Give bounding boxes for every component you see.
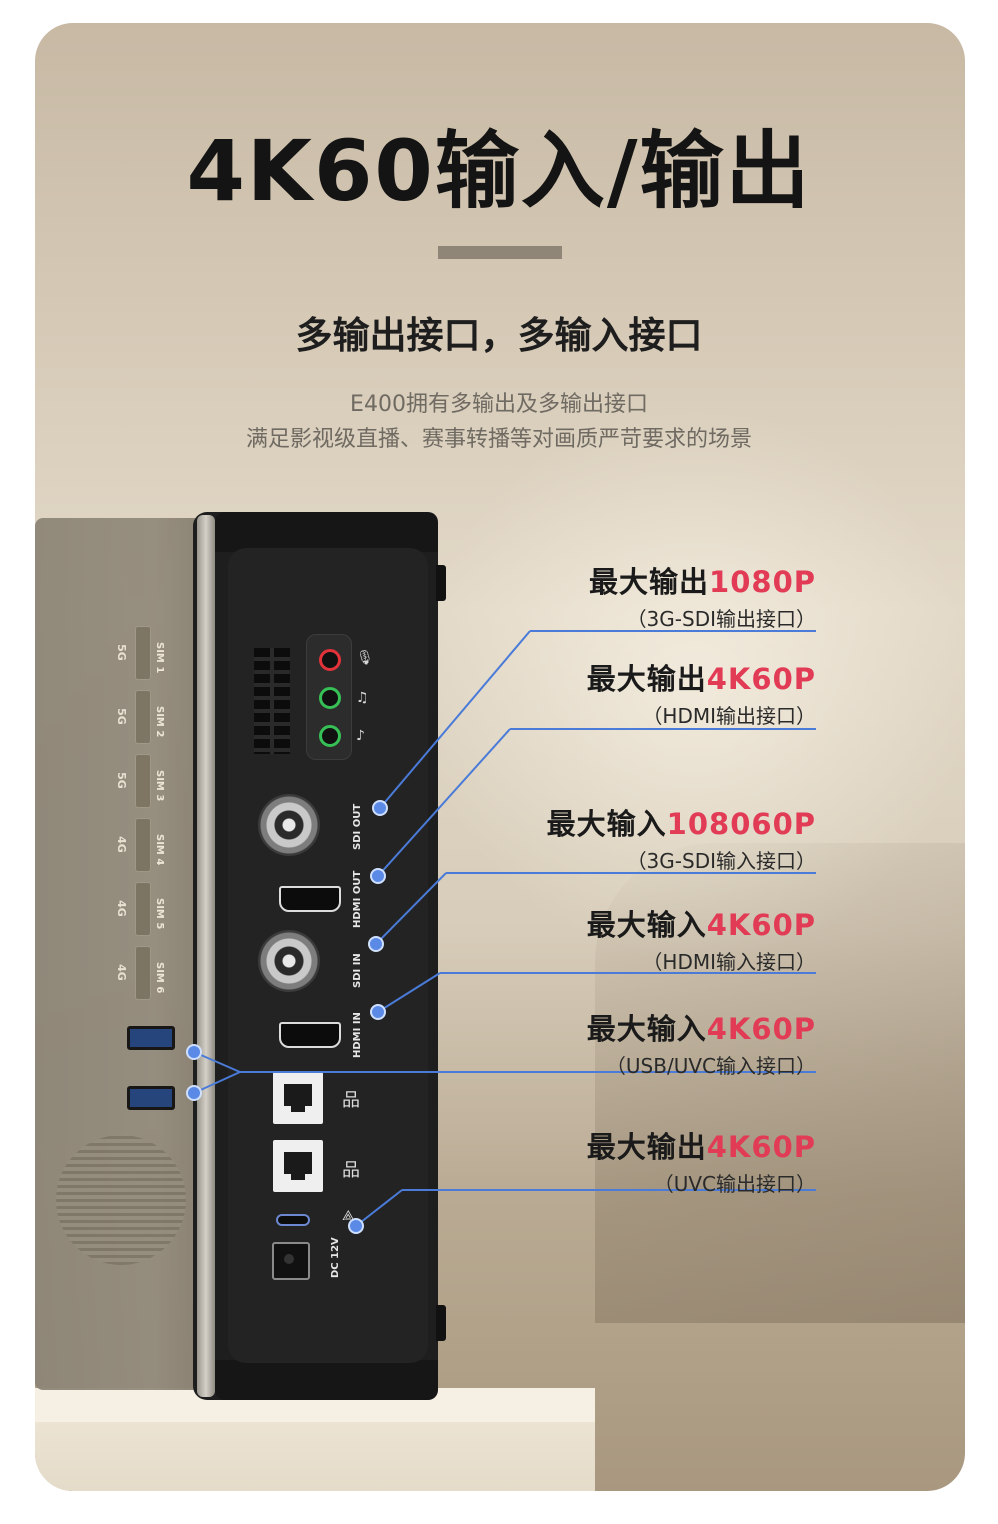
callout-note: （USB/UVC输入接口）: [605, 1054, 816, 1078]
device-frame: [197, 515, 215, 1397]
dc-power-jack: [272, 1242, 310, 1280]
usb-c-port: [276, 1214, 310, 1226]
callout-dot: [368, 936, 384, 952]
sdi-in-port: [258, 930, 320, 992]
callout-value: 4K60P: [706, 1012, 816, 1046]
callout-value: 1080P: [709, 565, 816, 599]
callout-line: [193, 1071, 241, 1094]
sdi-out-port: [258, 794, 320, 856]
device-clip: [436, 1305, 446, 1341]
usb-a-port: [127, 1086, 175, 1110]
callout-usb-in: 最大输入4K60P （USB/UVC输入接口）: [587, 1006, 816, 1079]
page-title: 4K60输入/输出: [186, 122, 812, 220]
callout-value: 108060P: [666, 807, 816, 841]
fan-grille: [56, 1135, 186, 1265]
description-line-2: 满足影视级直播、赛事转播等对画质严苛要求的场景: [245, 427, 752, 452]
callout-prefix: 最大输入: [546, 807, 667, 841]
usb-a-port: [127, 1026, 175, 1050]
device-bumper-top: [215, 512, 438, 552]
network-icon: 品: [342, 1160, 360, 1181]
callout-sdi-out: 最大输出1080P （3G-SDI输出接口）: [589, 559, 816, 632]
callout-hdmi-in: 最大输入4K60P （HDMI输入接口）: [587, 902, 816, 975]
ethernet-port: [273, 1140, 323, 1192]
callout-dot: [370, 1004, 386, 1020]
callout-value: 4K60P: [706, 908, 816, 942]
mic-jack: [319, 649, 341, 671]
hdmi-in-port: [279, 1022, 341, 1048]
headset-icon: ♪: [356, 728, 365, 744]
device-bumper-bottom: [215, 1360, 438, 1400]
callout-prefix: 最大输入: [586, 1012, 707, 1046]
network-icon: 品: [342, 1090, 360, 1111]
headphone-icon: ♫: [356, 690, 369, 706]
callout-line: [377, 728, 511, 877]
callout-prefix: 最大输出: [586, 1130, 707, 1164]
callout-prefix: 最大输出: [589, 565, 710, 599]
callout-line: [375, 872, 447, 945]
callout-note: （3G-SDI输出接口）: [626, 607, 816, 631]
hdmi-out-port: [279, 886, 341, 912]
audio-out-jack: [319, 687, 341, 709]
callout-line: [193, 1051, 241, 1073]
callout-dot: [348, 1218, 364, 1234]
callout-dot: [186, 1085, 202, 1101]
ethernet-port: [273, 1072, 323, 1124]
title-divider: [438, 246, 562, 259]
device-clip: [436, 565, 446, 601]
vent-grille: [254, 648, 290, 754]
callout-dot: [372, 800, 388, 816]
callout-dot: [370, 868, 386, 884]
sim-slot: [135, 818, 151, 872]
sim-slot: [135, 626, 151, 680]
sim-slot: [135, 690, 151, 744]
sim-slot: [135, 946, 151, 1000]
callout-dot: [186, 1044, 202, 1060]
description-line-1: E400拥有多输出及多输出接口: [350, 392, 648, 417]
callout-note: （HDMI输出接口）: [642, 704, 816, 728]
callout-note: （HDMI输入接口）: [642, 950, 816, 974]
callout-note: （3G-SDI输入接口）: [626, 849, 816, 873]
callout-sdi-in: 最大输入108060P （3G-SDI输入接口）: [547, 801, 816, 874]
callout-hdmi-out: 最大输出4K60P （HDMI输出接口）: [587, 656, 816, 729]
light-glow: [415, 403, 965, 963]
headphone-jack: [319, 725, 341, 747]
callout-value: 4K60P: [706, 662, 816, 696]
audio-panel: [306, 634, 352, 760]
sim-slot: [135, 882, 151, 936]
callout-note: （UVC输出接口）: [653, 1172, 816, 1196]
callout-uvc-out: 最大输出4K60P （UVC输出接口）: [587, 1124, 816, 1197]
callout-line: [379, 630, 531, 809]
callout-line: [377, 972, 441, 1013]
callout-prefix: 最大输出: [586, 662, 707, 696]
microphone-icon: 🎙: [356, 650, 374, 666]
wall-shadow: [595, 843, 965, 1323]
callout-line: [355, 1189, 403, 1227]
sim-slot: [135, 754, 151, 808]
callout-prefix: 最大输入: [586, 908, 707, 942]
page-subtitle: 多输出接口，多输入接口: [295, 314, 703, 357]
callout-value: 4K60P: [706, 1130, 816, 1164]
